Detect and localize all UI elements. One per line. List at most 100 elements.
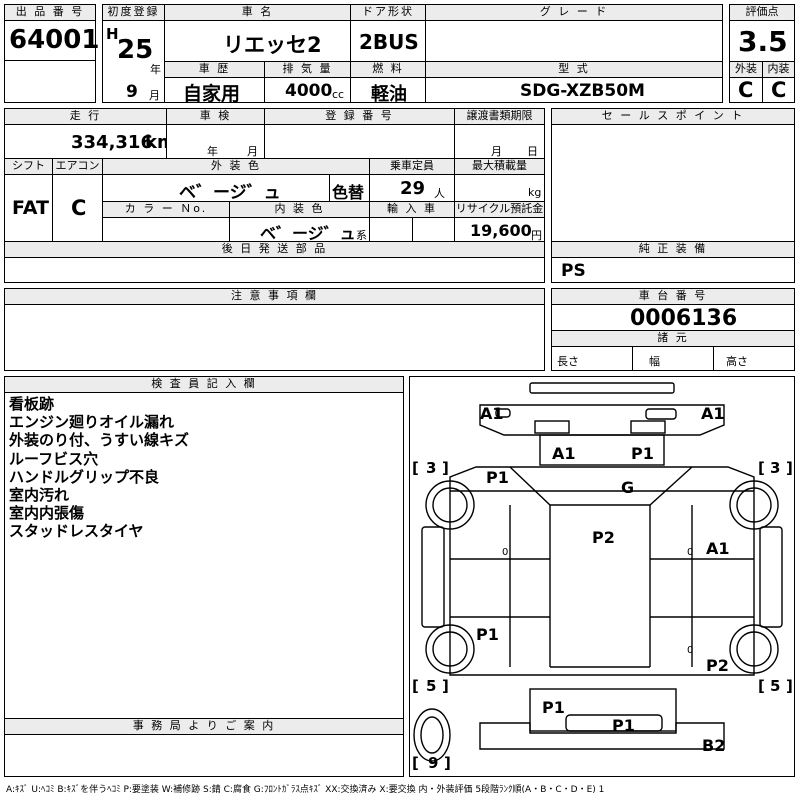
registration-number-label: 登 録 番 号 bbox=[264, 108, 455, 125]
sales-point-label: セ ー ル ス ポ イ ン ト bbox=[551, 108, 795, 125]
inspector-note: スタッドレスタイヤ bbox=[9, 522, 144, 541]
front-right-wheel bbox=[729, 480, 779, 530]
front-left-lamp bbox=[495, 408, 511, 418]
damage-rear-bumper: B2 bbox=[702, 736, 725, 755]
exterior-grade: C bbox=[738, 78, 754, 102]
length-label: 長さ bbox=[557, 355, 579, 368]
damage-right-side: A1 bbox=[706, 539, 730, 558]
rear-bumper bbox=[479, 722, 725, 750]
door-cell: 2BUS bbox=[350, 20, 426, 62]
exterior-color-label: 外 装 色 bbox=[102, 158, 370, 175]
legend: A:ｷｽﾞ U:ﾍｺﾐ B:ｷｽﾞを伴うﾍｺﾐ P:要塗装 W:補修跡 S:錆 … bbox=[6, 785, 605, 795]
right-step-bar bbox=[759, 526, 783, 628]
interior-color-label: 内 装 色 bbox=[229, 201, 370, 218]
tread-rear-right: 5 bbox=[770, 677, 780, 695]
left-step-bar bbox=[421, 526, 445, 628]
registration-year: 25 bbox=[117, 35, 154, 65]
model-cell: リエッセ2 bbox=[164, 20, 351, 62]
aircon-label: エアコン bbox=[52, 158, 103, 175]
transfer-month-unit: 月 bbox=[491, 145, 502, 158]
specs-label: 諸 元 bbox=[551, 330, 795, 347]
body-outline bbox=[449, 466, 755, 676]
registration-number-cell bbox=[264, 124, 455, 159]
registration-month: 9 bbox=[126, 82, 138, 102]
inspector-notes-label: 検 査 員 記 入 欄 bbox=[4, 376, 404, 393]
interior-grade: C bbox=[771, 78, 787, 102]
spare-tire bbox=[413, 708, 451, 762]
recycle-fee-label: リサイクル預託金 bbox=[454, 201, 545, 218]
chassis-number: 0006136 bbox=[630, 306, 738, 331]
door-type: 2BUS bbox=[359, 30, 419, 54]
inspector-note: 室内汚れ bbox=[9, 486, 70, 505]
first-registration-cell: H 25 年 9 月 bbox=[102, 20, 165, 103]
tread-front-right: 3 bbox=[770, 459, 780, 477]
seating-cell: 29 人 bbox=[369, 174, 455, 202]
front-bumper bbox=[479, 404, 725, 436]
inspector-note: エンジン廻りオイル漏れ bbox=[9, 413, 175, 432]
tread-bracket: [ bbox=[758, 459, 765, 477]
shift-label: シフト bbox=[4, 158, 53, 175]
tread-bracket: ] bbox=[786, 677, 793, 695]
front-edge-bar bbox=[529, 382, 675, 394]
score-label: 評価点 bbox=[729, 4, 795, 21]
displacement-cell: 4000 cc bbox=[264, 77, 351, 103]
era-mark: H bbox=[106, 25, 119, 43]
displacement-unit: cc bbox=[332, 88, 345, 101]
exterior-grade-cell: C bbox=[729, 77, 763, 103]
mark-right-rear: 0 bbox=[687, 645, 693, 656]
model-name: リエッセ2 bbox=[223, 33, 322, 57]
inspection-month-unit: 月 bbox=[247, 145, 258, 158]
import-divider bbox=[412, 218, 413, 241]
tread-bracket: ] bbox=[442, 677, 449, 695]
spare-tread: 9 bbox=[428, 754, 438, 772]
tread-bracket: [ bbox=[412, 677, 419, 695]
aircon-value: C bbox=[71, 196, 87, 220]
damage-front-right: A1 bbox=[701, 404, 725, 423]
type-cell: SDG-XZB50M bbox=[425, 77, 723, 103]
mileage-cell: 334,316 km bbox=[4, 124, 176, 159]
interior-color: ベ゛ージ゛ュ bbox=[260, 224, 356, 243]
type-label: 型 式 bbox=[425, 61, 723, 78]
front-right-lamp bbox=[645, 408, 677, 420]
interior-color-cell: ベ゛ージ゛ュ 系 bbox=[229, 217, 370, 243]
damage-left-rear: P1 bbox=[476, 625, 499, 644]
damage-windshield-p1: P1 bbox=[631, 444, 654, 463]
shift-value: FAT bbox=[12, 197, 49, 219]
inspection-label: 車 検 bbox=[166, 108, 265, 125]
interior-grade-cell: C bbox=[762, 77, 795, 103]
damage-rear-p1: P1 bbox=[542, 698, 565, 717]
width-label: 幅 bbox=[649, 355, 660, 368]
score-value: 3.5 bbox=[738, 25, 788, 58]
front-grille-left bbox=[534, 420, 570, 434]
lot-number-cell: 64001 bbox=[4, 20, 99, 61]
import-label: 輸 入 車 bbox=[369, 201, 455, 218]
tread-bracket: [ bbox=[412, 754, 419, 772]
later-parts-label: 後 日 発 送 部 品 bbox=[4, 241, 545, 258]
history-cell: 自家用 bbox=[164, 77, 265, 105]
color-number-label: カ ラ ー Ｎo. bbox=[102, 201, 230, 218]
tread-rear-left: 5 bbox=[426, 677, 436, 695]
length-cell: 長さ bbox=[551, 346, 633, 371]
color-change-cell: 色替 bbox=[329, 174, 370, 202]
year-unit: 年 bbox=[150, 63, 161, 76]
color-change: 色替 bbox=[332, 183, 365, 202]
lot-blank-cell bbox=[4, 60, 96, 103]
chassis-number-cell: 0006136 bbox=[551, 304, 795, 331]
recycle-fee-cell: 19,600 円 bbox=[454, 217, 545, 242]
windshield bbox=[539, 434, 665, 466]
seating-label: 乗車定員 bbox=[369, 158, 455, 175]
fuel-type: 軽油 bbox=[371, 84, 407, 105]
inspector-note: 室内内張傷 bbox=[9, 504, 85, 523]
width-cell: 幅 bbox=[632, 346, 714, 371]
office-notice-label: 事 務 局 よ り ご 案 内 bbox=[4, 718, 404, 735]
caution-notes-cell bbox=[4, 304, 545, 371]
first-registration-label: 初度登録 bbox=[102, 4, 165, 21]
seating-unit: 人 bbox=[434, 187, 445, 200]
factory-equipment: PS bbox=[561, 261, 586, 281]
displacement-value: 4000 bbox=[285, 81, 333, 101]
tread-bracket: [ bbox=[412, 459, 419, 477]
seating-value: 29 bbox=[400, 178, 426, 199]
import-cell bbox=[369, 217, 455, 242]
damage-front-left: A1 bbox=[480, 404, 504, 423]
